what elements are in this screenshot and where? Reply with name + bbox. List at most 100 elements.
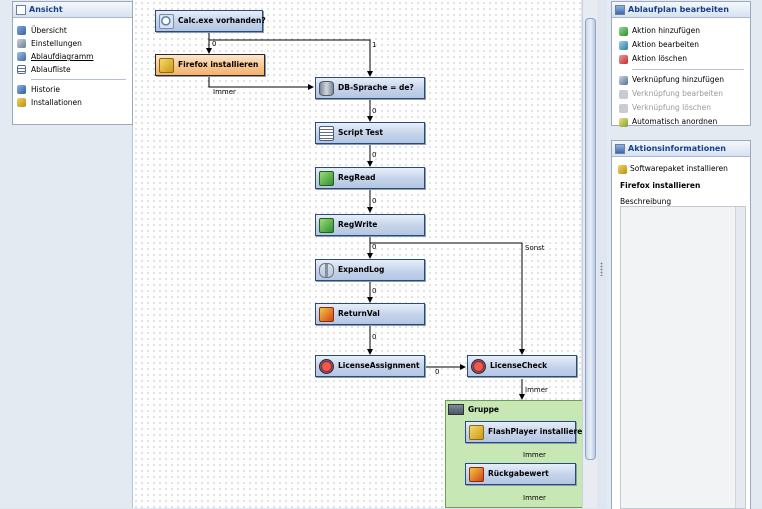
action-delete[interactable]: Aktion löschen [612, 52, 750, 66]
node-license-check[interactable]: LicenseCheck [467, 355, 577, 377]
edit-plan-panel: Ablaufplan bearbeiten Aktion hinzufügen … [611, 1, 751, 129]
nav-item-settings[interactable]: Einstellungen [13, 37, 132, 50]
node-returnval[interactable]: ReturnVal [315, 303, 425, 325]
nav-item-installations[interactable]: Installationen [13, 96, 132, 109]
group-label: Gruppe [468, 405, 500, 414]
edit-plan-title: Ablaufplan bearbeiten [628, 5, 729, 14]
registry-write-icon [319, 218, 334, 233]
node-regwrite[interactable]: RegWrite [315, 214, 425, 236]
panel-splitter[interactable] [597, 0, 607, 508]
view-panel-header[interactable]: Ansicht [13, 2, 132, 18]
edge-calc-db[interactable] [209, 39, 373, 77]
action-edit[interactable]: Aktion bearbeiten [612, 38, 750, 52]
node-firefox-install[interactable]: Firefox installieren [155, 54, 265, 76]
scrollbar-thumb[interactable] [585, 18, 596, 460]
action-add[interactable]: Aktion hinzufügen [612, 24, 750, 38]
auto-arrange[interactable]: Automatisch anordnen [612, 115, 750, 129]
edge-label: 0 [372, 107, 377, 115]
package-icon [159, 58, 174, 73]
description-label: Beschreibung [620, 197, 672, 206]
edge-firefox-db[interactable] [208, 77, 314, 90]
installations-icon [17, 98, 26, 107]
database-icon [319, 81, 334, 96]
node-rueckgabewert[interactable]: Rückgabewert [465, 463, 576, 485]
edit-plan-icon [615, 5, 625, 15]
edge-label: 1 [372, 41, 377, 49]
node-expandlog[interactable]: ExpandLog [315, 259, 425, 281]
node-label: ExpandLog [338, 265, 385, 274]
magnifier-icon [159, 14, 174, 29]
actions-separator [632, 69, 744, 70]
node-label: FlashPlayer installieren [488, 427, 588, 436]
node-regread[interactable]: RegRead [315, 167, 425, 189]
right-sidebar: Ablaufplan bearbeiten Aktion hinzufügen … [607, 0, 762, 509]
nav-item-flowchart[interactable]: Ablaufdiagramm [13, 50, 132, 63]
view-panel-title: Ansicht [29, 5, 63, 14]
node-label: RegWrite [338, 220, 378, 229]
action-label: Verknüpfung löschen [632, 103, 711, 112]
view-panel: Ansicht Übersicht Einstellungen Ablaufdi… [12, 1, 133, 125]
edge-label: Immer [523, 451, 546, 459]
edge-regwrite-licensecheck[interactable] [370, 242, 525, 355]
splitter-grip-icon [600, 262, 603, 276]
node-license-assignment[interactable]: LicenseAssignment [315, 355, 425, 377]
edit-plan-header[interactable]: Ablaufplan bearbeiten [612, 2, 750, 18]
node-db-language[interactable]: DB-Sprache = de? [315, 77, 425, 99]
action-info-panel: Aktionsinformationen Softwarepaket insta… [611, 140, 751, 509]
link-edit[interactable]: Verknüpfung bearbeiten [612, 87, 750, 101]
nav-separator [31, 79, 126, 80]
paperclip-icon [319, 263, 334, 278]
nav-item-label: Übersicht [31, 26, 67, 35]
add-link-icon [619, 76, 628, 85]
package-icon [618, 165, 627, 174]
description-field[interactable] [620, 206, 746, 509]
nav-item-overview[interactable]: Übersicht [13, 24, 132, 37]
node-label: Calc.exe vorhanden? [178, 16, 266, 25]
action-info-header[interactable]: Aktionsinformationen [612, 141, 750, 157]
license-check-icon [471, 359, 486, 374]
edge-label: 0 [372, 243, 377, 251]
nav-item-label: Historie [31, 85, 60, 94]
edge-label: 0 [372, 287, 377, 295]
add-action-icon [619, 27, 628, 36]
script-icon [319, 126, 334, 141]
nav-item-history[interactable]: Historie [13, 83, 132, 96]
package-icon [469, 425, 484, 440]
left-sidebar: Ansicht Übersicht Einstellungen Ablaufdi… [0, 0, 133, 508]
node-label: Rückgabewert [488, 469, 549, 478]
group-header: Gruppe [446, 401, 583, 419]
nav-item-label: Ablaufdiagramm [31, 52, 94, 61]
action-label: Automatisch anordnen [632, 117, 718, 126]
edge-label: Immer [523, 494, 546, 502]
node-label: Firefox installieren [178, 60, 259, 69]
node-label: LicenseAssignment [338, 361, 420, 370]
link-add[interactable]: Verknüpfung hinzufügen [612, 73, 750, 87]
action-type: Softwarepaket installieren [612, 162, 750, 176]
node-script-test[interactable]: Script Test [315, 122, 425, 144]
node-label: Script Test [338, 128, 383, 137]
action-label: Aktion hinzufügen [632, 26, 701, 35]
group-container[interactable]: Gruppe [445, 400, 584, 508]
node-label: RegRead [338, 173, 376, 182]
nav-item-list[interactable]: Ablaufliste [13, 63, 132, 76]
nav-item-label: Ablaufliste [31, 65, 71, 74]
edge-label: Sonst [525, 244, 545, 252]
registry-read-icon [319, 171, 334, 186]
panel-toggle-icon[interactable] [16, 5, 26, 15]
node-flashplayer-install[interactable]: FlashPlayer installieren [465, 421, 588, 443]
return-value-icon [469, 467, 484, 482]
node-label: ReturnVal [338, 309, 380, 318]
info-icon [615, 144, 625, 154]
list-icon [17, 65, 26, 74]
action-name: Firefox installieren [620, 181, 701, 190]
history-icon [17, 85, 26, 94]
action-info-title: Aktionsinformationen [628, 144, 727, 153]
canvas-vertical-scrollbar[interactable] [582, 0, 597, 508]
link-delete[interactable]: Verknüpfung löschen [612, 101, 750, 115]
node-calc-check[interactable]: Calc.exe vorhanden? [155, 10, 266, 32]
license-icon [319, 359, 334, 374]
action-label: Aktion löschen [632, 54, 688, 63]
action-label: Verknüpfung hinzufügen [632, 75, 724, 84]
description-scrollbar[interactable] [735, 207, 745, 508]
